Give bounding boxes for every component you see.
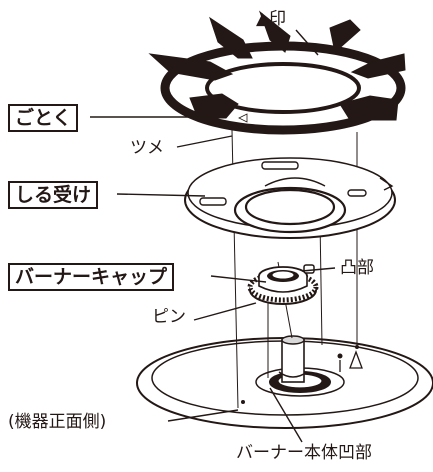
gotoku-label: ごとく (8, 104, 79, 132)
tsume-label: ツメ (130, 138, 164, 158)
drip-pan-label: しる受け (8, 181, 99, 209)
burner-cap-part (247, 264, 319, 305)
burner-body-recess-label: バーナー本体凹部 (236, 443, 372, 463)
triangle-mark-label: ▲印 (256, 9, 287, 29)
gotoku-part (148, 10, 406, 135)
front-side-label: (機器正面側) (8, 412, 107, 432)
pin-label: ピン (152, 307, 186, 327)
drip-pan-part (184, 157, 396, 239)
convex-part-label: 凸部 (340, 258, 374, 278)
burner-base-plate (136, 335, 433, 429)
leader-lines (90, 29, 336, 443)
burner-cap-label: バーナーキャップ (8, 263, 175, 291)
